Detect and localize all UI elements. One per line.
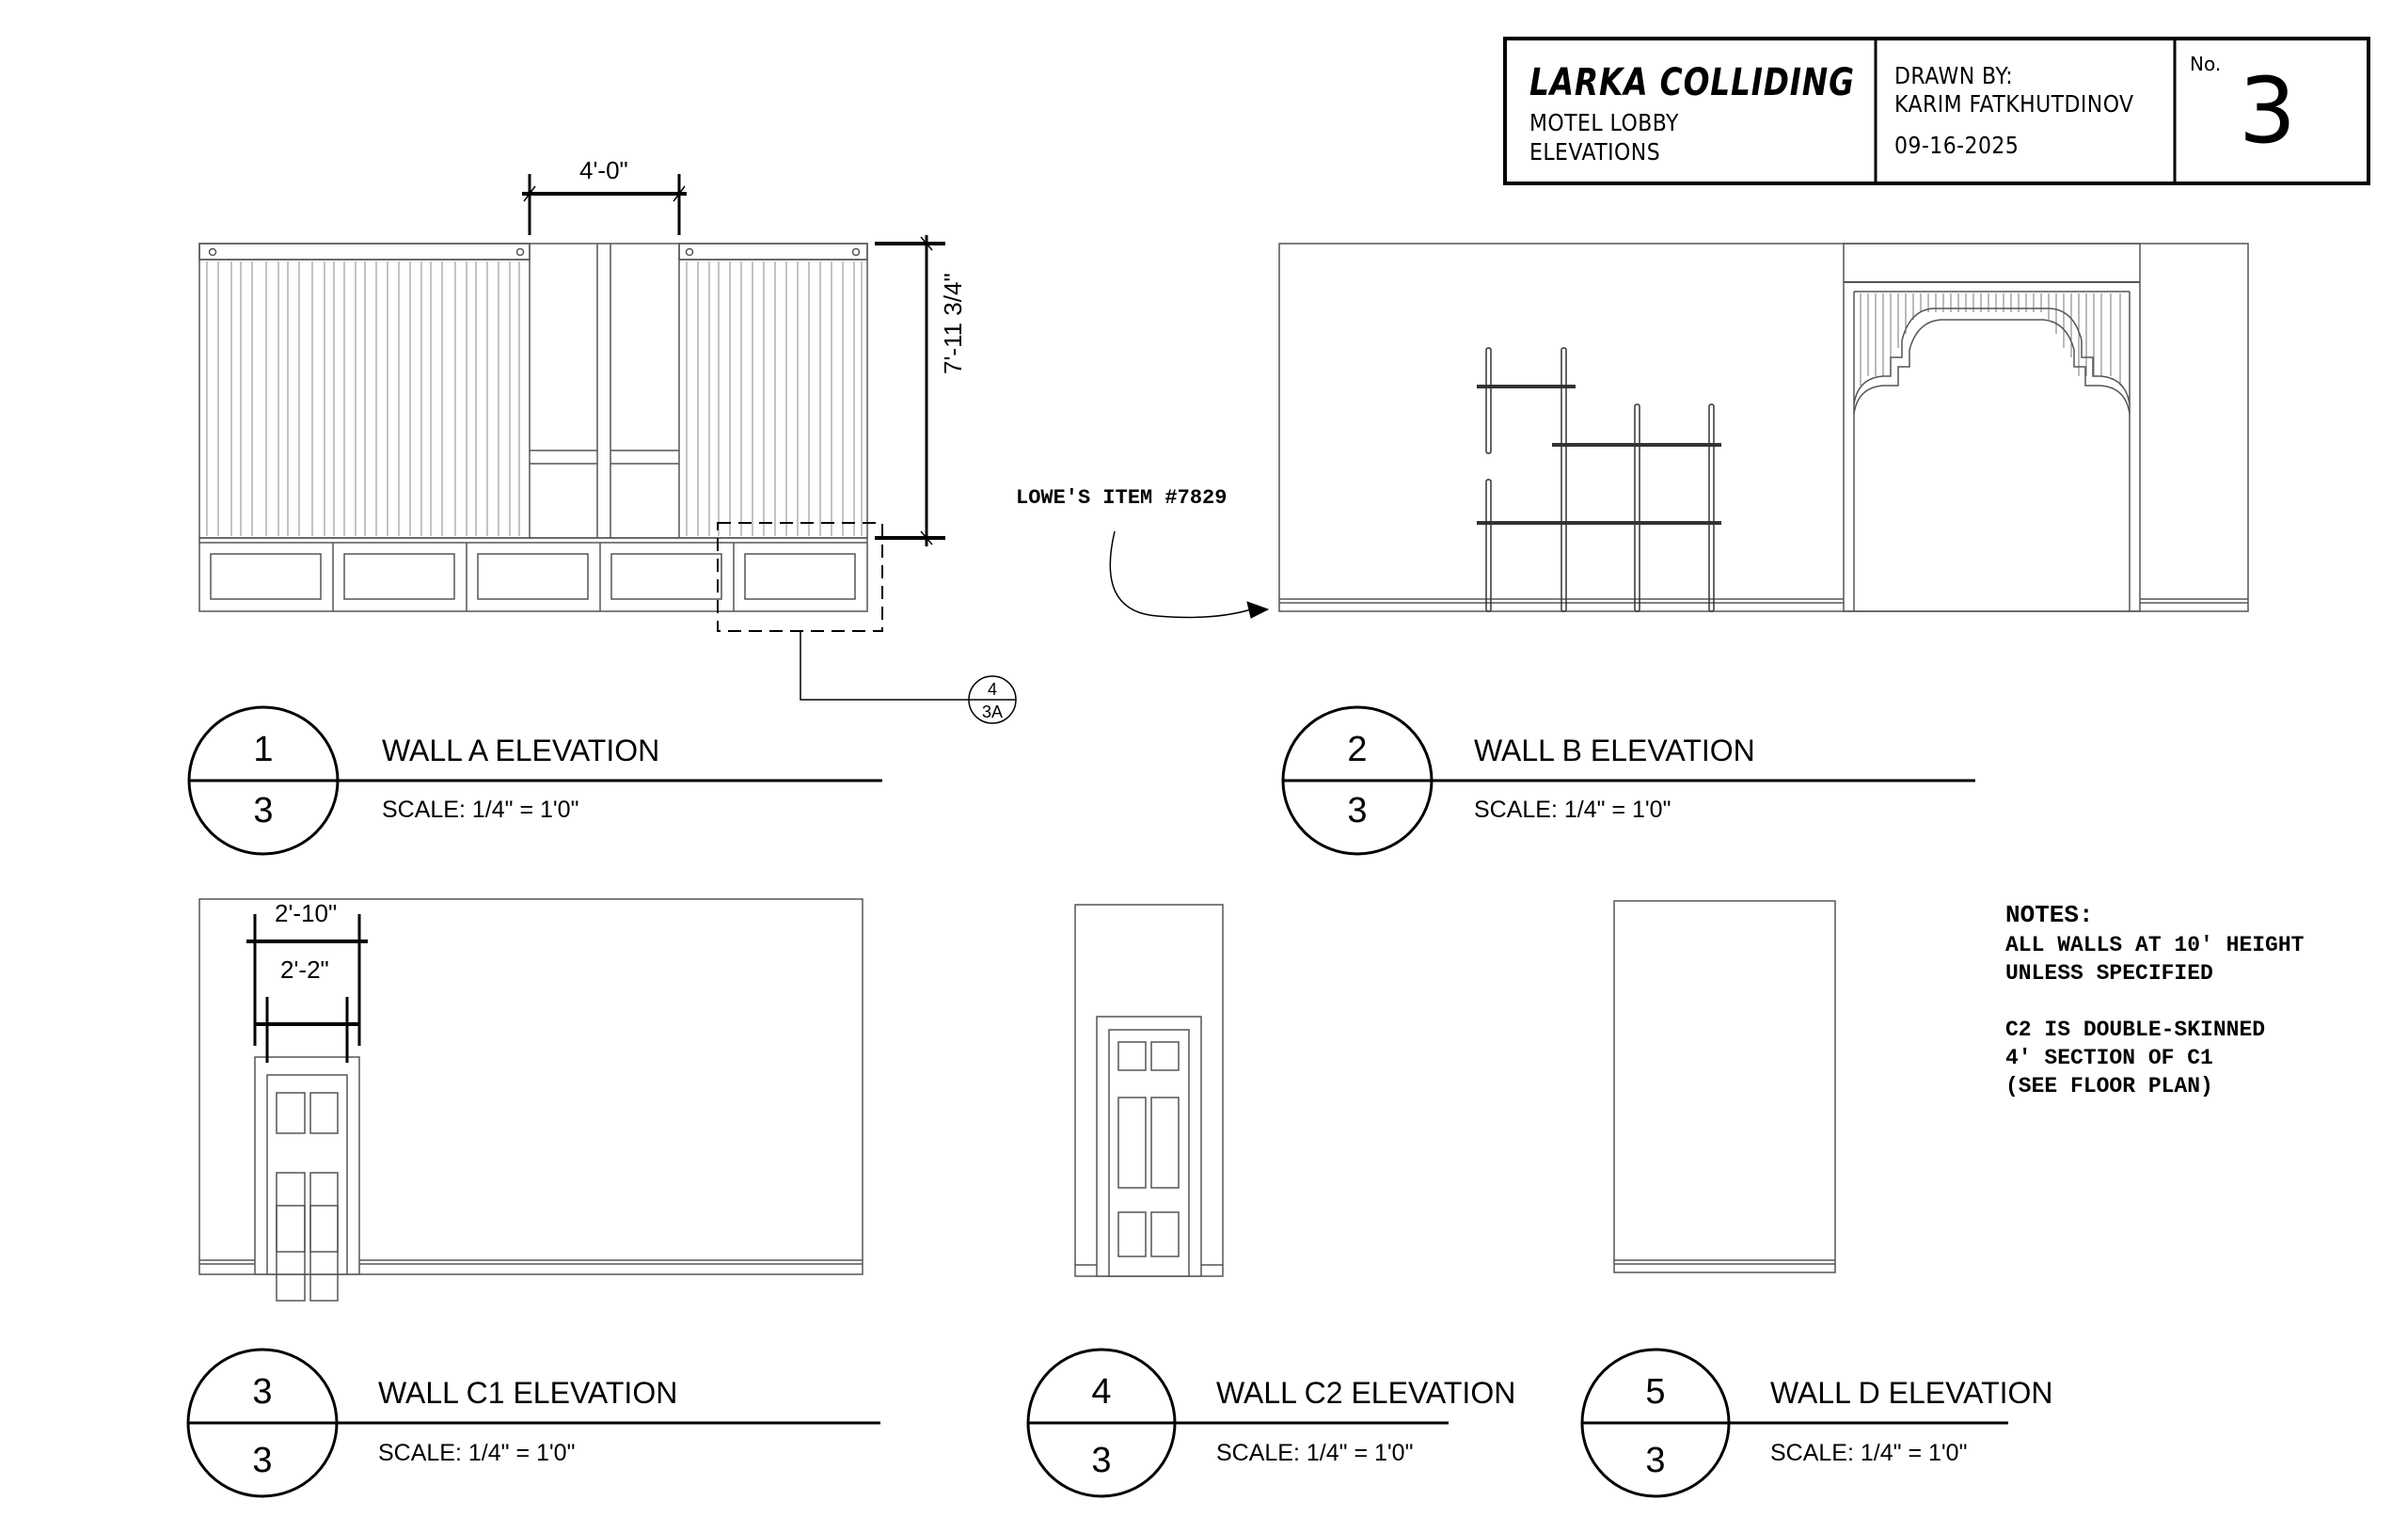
wall-a-dimensions [522, 174, 945, 546]
elevation-5-scale: SCALE: 1/4" = 1'0" [1770, 1440, 1968, 1466]
wall-a-height-dimension: 7'-11 3/4" [939, 273, 967, 374]
elevation-3-scale: SCALE: 1/4" = 1'0" [378, 1440, 576, 1466]
elevation-4-sheet: 3 [1091, 1441, 1112, 1480]
elevation-2-number: 2 [1347, 730, 1368, 769]
elevation-1-sheet: 3 [253, 791, 274, 830]
wall-c2-drawing [1074, 904, 1224, 1277]
elevation-1-number: 1 [253, 730, 274, 769]
sheet-number-label: No. [2190, 53, 2222, 75]
elevation-2-sheet: 3 [1347, 791, 1368, 830]
wall-a-drawing [198, 243, 868, 612]
elevation-5-title: WALL D ELEVATION [1770, 1376, 2053, 1410]
notes-line-5: (SEE FLOOR PLAN) [2005, 1074, 2213, 1098]
notes-heading: NOTES: [2005, 901, 2094, 929]
elevation-2-scale: SCALE: 1/4" = 1'0" [1474, 797, 1671, 823]
drawn-by-name: KARIM FATKHUTDINOV [1894, 90, 2134, 118]
elevation-5-sheet: 3 [1645, 1441, 1666, 1480]
detail-callout-geometry [717, 522, 1017, 724]
elevation-3-number: 3 [252, 1372, 273, 1412]
wall-c1-dimensions [246, 914, 368, 1063]
drawn-by-label: DRAWN BY: [1894, 62, 2014, 89]
notes-line-4: 4' SECTION OF C1 [2005, 1046, 2213, 1070]
drawing-date: 09-16-2025 [1894, 132, 2020, 159]
elevation-5-number: 5 [1645, 1372, 1666, 1412]
notes-line-3: C2 IS DOUBLE-SKINNED [2005, 1018, 2266, 1042]
wall-a-opening-dimension: 4'-0" [579, 156, 628, 184]
title-block-frame [1503, 37, 2370, 185]
lowes-leader-arrow [1109, 530, 1270, 619]
elevation-3-title: WALL C1 ELEVATION [378, 1376, 678, 1410]
elevation-bubbles [186, 705, 2008, 1498]
wall-c1-door-lower-panels [276, 1205, 339, 1253]
elevation-1-title: WALL A ELEVATION [382, 734, 660, 767]
notes-line-1: ALL WALLS AT 10' HEIGHT [2005, 933, 2305, 957]
wall-c1-door-inner-dimension: 2'-2" [280, 956, 329, 984]
wall-c1-drawing [198, 898, 863, 1302]
drawing-subtitle-line1: MOTEL LOBBY [1529, 109, 1679, 136]
elevation-3-sheet: 3 [252, 1441, 273, 1480]
sheet-number: 3 [2239, 58, 2297, 164]
wall-d-drawing [1613, 900, 1836, 1273]
project-title: LARKA COLLIDING [1529, 61, 1855, 104]
drawing-subtitle-line2: ELEVATIONS [1529, 138, 1661, 166]
elevation-4-scale: SCALE: 1/4" = 1'0" [1216, 1440, 1414, 1466]
wall-b-drawing [1278, 243, 2249, 612]
elevation-2-title: WALL B ELEVATION [1474, 734, 1755, 767]
lowes-item-annotation: LOWE'S ITEM #7829 [1016, 486, 1228, 510]
detail-callout-number: 4 [987, 680, 997, 699]
elevation-1-scale: SCALE: 1/4" = 1'0" [382, 797, 579, 823]
elevation-4-title: WALL C2 ELEVATION [1216, 1376, 1516, 1410]
notes-line-2: UNLESS SPECIFIED [2005, 961, 2213, 986]
detail-callout-sheet: 3A [981, 703, 1004, 721]
wall-c1-door-outer-dimension: 2'-10" [273, 899, 340, 927]
elevation-4-number: 4 [1091, 1372, 1112, 1412]
